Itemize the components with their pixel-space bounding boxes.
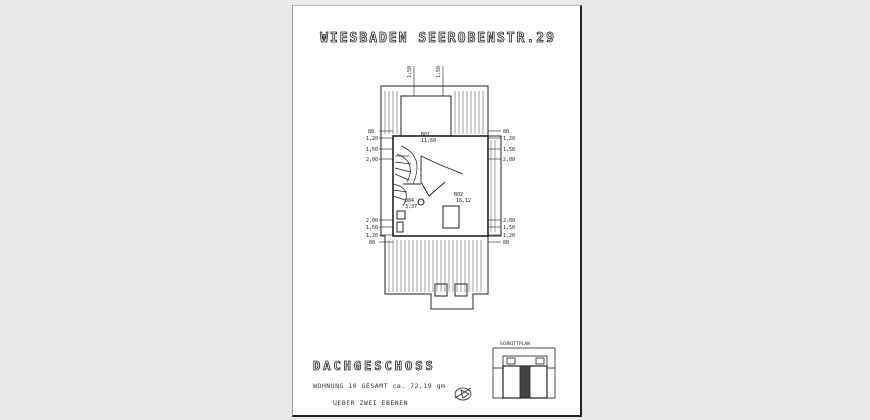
dim-right-2: 1,20 <box>503 136 515 142</box>
skylight-left <box>442 205 460 229</box>
dim-top-1: 1,50 <box>407 66 413 78</box>
key-plan <box>492 347 556 399</box>
north-arrow-icon <box>454 387 472 401</box>
floor-plan-drawing: 80 1,20 1,50 2,00 2,00 1,50 1,20 80 80 1… <box>366 66 556 401</box>
area-note: WOHNUNG 10 GESAMT ca. 72,19 qm <box>313 382 446 390</box>
dim-top-2: 1,50 <box>436 66 442 78</box>
dim-right-8: 80 <box>503 240 509 246</box>
room-upper-code: B01 <box>421 132 430 138</box>
room-small-code: B04 <box>405 198 414 204</box>
dim-right-1: 80 <box>503 129 509 135</box>
dim-right-4: 2,00 <box>503 157 515 163</box>
stairwell <box>400 95 452 137</box>
dim-left-1: 80 <box>368 129 374 135</box>
dim-left-4: 2,00 <box>366 157 378 163</box>
roof-outline <box>380 85 502 310</box>
spiral-stair <box>392 145 418 207</box>
dim-left-8: 80 <box>369 240 375 246</box>
stairs-note: UEBER ZWEI EBENEN <box>333 399 409 407</box>
floor-title: DACHGESCHOSS <box>313 359 436 374</box>
dim-left-7: 1,20 <box>366 233 378 239</box>
room-upper-area: 11,60 <box>421 138 436 144</box>
dim-right-3: 1,50 <box>503 147 515 153</box>
plan-sheet: WIESBADEN SEEROBENSTR.29 <box>292 5 582 417</box>
dim-right-7: 1,20 <box>503 233 515 239</box>
document-title: WIESBADEN SEEROBENSTR.29 <box>320 31 556 47</box>
skylight-bottom-a <box>434 283 448 297</box>
dim-left-6: 1,50 <box>366 225 378 231</box>
room-right-code: B02 <box>454 192 463 198</box>
room-right-area: 16,12 <box>456 198 471 204</box>
dim-right-5: 2,00 <box>503 218 515 224</box>
dim-left-3: 1,50 <box>366 147 378 153</box>
key-plan-label: SCHNITTPLAN <box>500 341 530 347</box>
room-small-area: 3,37 <box>405 204 417 210</box>
dim-left-5: 2,00 <box>366 218 378 224</box>
dim-left-2: 1,20 <box>366 136 378 142</box>
dim-right-6: 1,50 <box>503 225 515 231</box>
skylight-bottom-b <box>454 283 468 297</box>
